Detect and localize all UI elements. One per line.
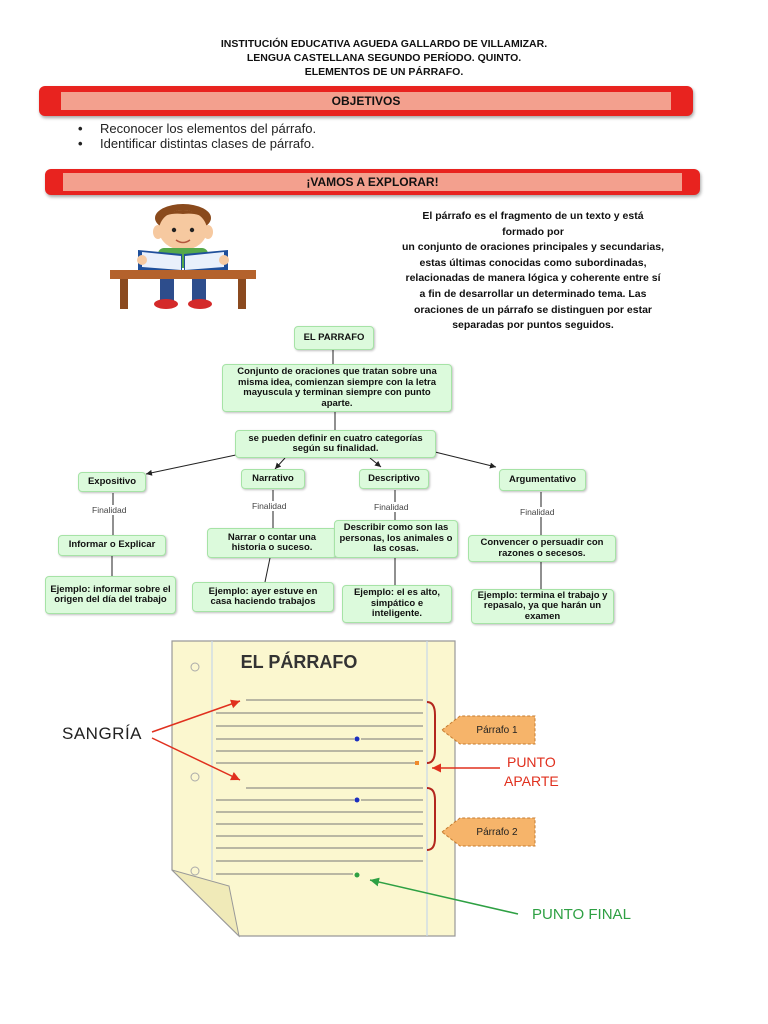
map-type-argumentativo: Argumentativo xyxy=(499,469,586,491)
punto-aparte-line-2: APARTE xyxy=(504,773,559,789)
intro-paragraph: El párrafo es el fragmento de un texto y… xyxy=(384,209,682,334)
intro-line: separadas por puntos seguidos. xyxy=(452,319,614,332)
objetivo-item: Identificar distintas clases de párrafo. xyxy=(78,136,316,152)
punto-final-label: PUNTO FINAL xyxy=(532,906,631,923)
intro-line: El párrafo es el fragmento de un texto y… xyxy=(422,210,644,222)
document-header: INSTITUCIÓN EDUCATIVA AGUEDA GALLARDO DE… xyxy=(0,37,768,79)
explorar-title: ¡VAMOS A EXPLORAR! xyxy=(63,173,682,191)
intro-line: un conjunto de oraciones principales y s… xyxy=(402,241,664,254)
header-line-3: ELEMENTOS DE UN PÁRRAFO. xyxy=(304,66,464,78)
finalidad-label: Finalidad xyxy=(520,507,555,517)
map-purpose-expositivo: Informar o Explicar xyxy=(58,535,166,556)
header-line-2: LENGUA CASTELLANA SEGUNDO PERÍODO. QUINT… xyxy=(246,52,522,64)
intro-line: relacionadas de manera lógica y coherent… xyxy=(405,272,661,285)
punto-aparte-line-1: PUNTO xyxy=(506,754,556,770)
map-categories: se pueden definir en cuatro categorías s… xyxy=(235,430,436,458)
map-purpose-argumentativo: Convencer o persuadir con razones o sece… xyxy=(468,535,616,562)
map-type-expositivo: Expositivo xyxy=(78,472,146,492)
intro-line: formado por xyxy=(502,225,564,238)
map-purpose-descriptivo: Describir como son las personas, los ani… xyxy=(334,520,458,558)
map-example-narrativo: Ejemplo: ayer estuve en casa haciendo tr… xyxy=(192,582,334,612)
sangria-label: SANGRÍA xyxy=(62,724,143,743)
explorar-banner: ¡VAMOS A EXPLORAR! xyxy=(45,169,700,195)
finalidad-label: Finalidad xyxy=(252,501,287,511)
boy-reading-illustration xyxy=(110,204,256,309)
map-type-narrativo: Narrativo xyxy=(241,469,305,489)
finalidad-label: Finalidad xyxy=(374,502,409,512)
parrafo-2-tag: Párrafo 2 xyxy=(476,826,518,838)
map-type-descriptivo: Descriptivo xyxy=(359,469,429,489)
objetivos-banner: OBJETIVOS xyxy=(39,86,693,116)
map-root: EL PARRAFO xyxy=(294,326,374,350)
objetivos-list: Reconocer los elementos del párrafo. Ide… xyxy=(78,121,316,152)
illustration-title: EL PÁRRAFO xyxy=(240,652,358,672)
objetivos-title: OBJETIVOS xyxy=(61,92,671,110)
punto-aparte-label: PUNTO APARTE xyxy=(504,753,559,791)
intro-line: a fin de desarrollar un determinado tema… xyxy=(419,287,647,300)
finalidad-label: Finalidad xyxy=(92,505,127,515)
parrafo-1-tag: Párrafo 1 xyxy=(476,724,518,736)
map-example-expositivo: Ejemplo: informar sobre el origen del dí… xyxy=(45,576,176,614)
intro-line: oraciones de un párrafo se distinguen po… xyxy=(413,303,653,316)
objetivo-item: Reconocer los elementos del párrafo. xyxy=(78,121,316,137)
header-line-1: INSTITUCIÓN EDUCATIVA AGUEDA GALLARDO DE… xyxy=(220,38,548,50)
intro-line: estas últimas conocidas como subordinada… xyxy=(419,256,647,269)
concept-map-connectors xyxy=(111,350,542,589)
map-example-argumentativo: Ejemplo: termina el trabajo y repasalo, … xyxy=(471,589,614,624)
map-definition: Conjunto de oraciones que tratan sobre u… xyxy=(222,364,452,412)
map-example-descriptivo: Ejemplo: el es alto, simpático e intelig… xyxy=(342,585,452,623)
map-purpose-narrativo: Narrar o contar una historia o suceso. xyxy=(207,528,337,558)
notebook-page xyxy=(171,640,456,938)
